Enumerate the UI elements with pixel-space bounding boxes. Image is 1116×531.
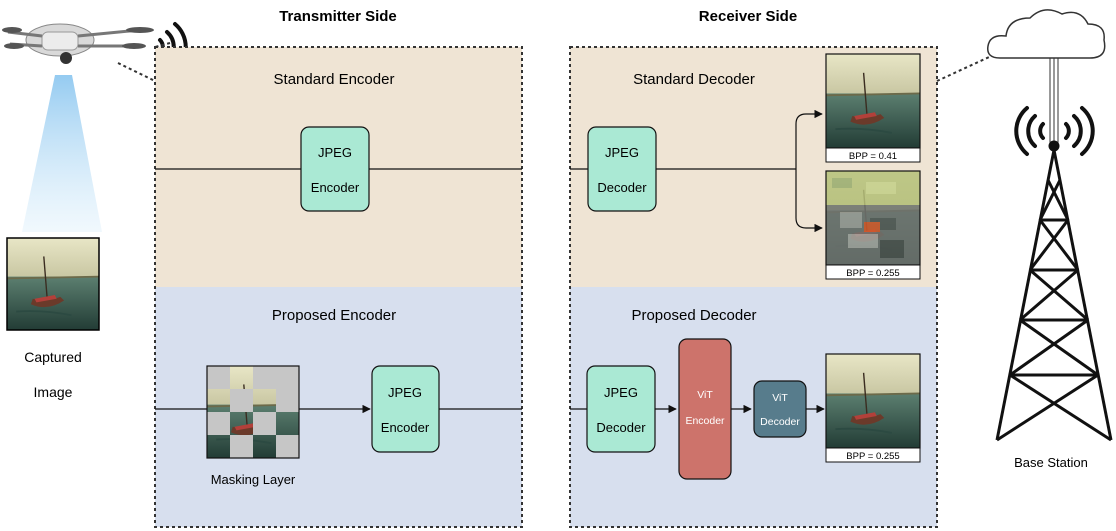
- jpeg-decoder-standard: [587, 126, 657, 212]
- decoded-image-standard-high: [825, 53, 921, 149]
- base-station-label: Base Station: [1014, 455, 1088, 470]
- cloud-icon: [987, 9, 1106, 59]
- standard-decoder-title: Standard Decoder: [633, 71, 755, 88]
- jpeg-encoder-standard-line-2: Encoder: [311, 180, 360, 195]
- bpp-label-middle: BPP = 0.255: [846, 268, 899, 279]
- vit-decoder-line-2: Decoder: [760, 416, 800, 428]
- transmitter-callout-line: [117, 62, 156, 82]
- jpeg-decoder-standard-line-1: JPEG: [605, 145, 639, 160]
- jpeg-decoder-proposed: [586, 365, 656, 453]
- masking-layer-label: Masking Layer: [211, 472, 296, 487]
- proposed-encoder-title: Proposed Encoder: [272, 307, 396, 324]
- vit-decoder-block: [753, 380, 807, 438]
- standard-encoder-title: Standard Encoder: [274, 71, 395, 88]
- jpeg-encoder-proposed: [371, 365, 440, 453]
- jpeg-encoder-proposed-line-1: JPEG: [388, 385, 422, 400]
- split-arrow-bottom: [795, 169, 823, 233]
- transmitter-heading: Transmitter Side: [279, 8, 397, 25]
- receiver-border: [569, 46, 938, 528]
- receiver-heading: Receiver Side: [699, 8, 797, 25]
- decoded-image-proposed: [825, 353, 921, 449]
- split-arrow-top: [795, 109, 823, 169]
- vit-decoder-line-1: ViT: [772, 392, 788, 404]
- jpeg-decoder-standard-line-2: Decoder: [597, 180, 647, 195]
- captured-label-line-1: Captured: [24, 349, 82, 365]
- jpeg-decoder-proposed-line-1: JPEG: [604, 385, 638, 400]
- base-station-tower-icon: [995, 140, 1113, 442]
- transmitter-border: [154, 46, 523, 528]
- vit-encoder-block: [678, 338, 732, 480]
- cloud-uplink-lines: [1049, 58, 1059, 144]
- jpeg-encoder-standard: [300, 126, 370, 212]
- bpp-label-top: BPP = 0.41: [849, 151, 897, 162]
- masking-layer: [206, 365, 300, 459]
- jpeg-encoder-standard-line-1: JPEG: [318, 145, 352, 160]
- jpeg-encoder-proposed-line-2: Encoder: [381, 420, 430, 435]
- captured-label-line-2: Image: [34, 384, 73, 400]
- vit-encoder-line-2: Encoder: [685, 415, 725, 427]
- signal-waves-icon: [1014, 106, 1095, 156]
- decoded-image-standard-low: [825, 170, 921, 266]
- jpeg-decoder-proposed-line-2: Decoder: [596, 420, 646, 435]
- bpp-label-bottom: BPP = 0.255: [846, 451, 899, 462]
- proposed-decoder-title: Proposed Decoder: [631, 307, 756, 324]
- captured-image: [6, 237, 100, 331]
- vit-encoder-line-1: ViT: [697, 389, 713, 401]
